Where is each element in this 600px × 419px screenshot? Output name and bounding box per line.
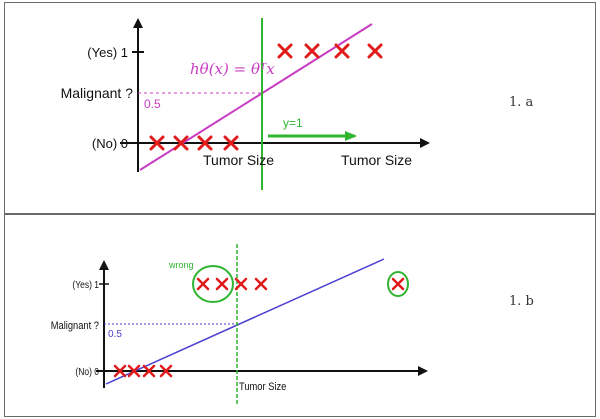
- cross-marker: [127, 364, 141, 378]
- panel-a-y1-label: y=1: [283, 116, 303, 130]
- cross-marker: [391, 277, 405, 291]
- panel-b-outlier-circle: [387, 271, 409, 297]
- panel-b-negative-samples: [113, 364, 173, 378]
- panel-a-no-label: (No) 0: [92, 136, 128, 151]
- cross-marker: [367, 43, 383, 59]
- cross-marker: [334, 43, 350, 59]
- panel-b-frame: [4, 214, 596, 417]
- panel-a-id: 1. a: [509, 95, 534, 110]
- panel-b-wrong-circle: [192, 265, 234, 303]
- cross-marker: [215, 277, 229, 291]
- panel-a-yes-label: (Yes) 1: [87, 45, 128, 60]
- panel-b-id: 1. b: [509, 294, 534, 309]
- cross-marker: [159, 364, 173, 378]
- panel-b: (Yes) 1 Malignant ? (No) 0 0.5 wrong Tum…: [51, 244, 534, 406]
- cross-marker: [223, 135, 239, 151]
- panel-a-malignant-label: Malignant ?: [61, 85, 134, 101]
- panel-b-malignant-label: Malignant ?: [51, 320, 100, 332]
- cross-marker: [173, 135, 189, 151]
- panel-b-wrong-label: wrong: [168, 260, 194, 270]
- panel-a-hypothesis-label: hθ(x) = θᵀx: [190, 60, 275, 78]
- cross-marker: [149, 135, 165, 151]
- panel-a-frame: [4, 2, 596, 214]
- panel-b-threshold-label: 0.5: [108, 329, 122, 340]
- cross-marker: [142, 364, 156, 378]
- panel-b-no-label: (No) 0: [75, 366, 99, 377]
- cross-marker: [113, 364, 127, 378]
- panel-b-yes-label: (Yes) 1: [72, 279, 99, 290]
- panel-b-hypothesis-line: [105, 258, 385, 385]
- cross-marker: [254, 277, 268, 291]
- panel-a-negative-samples: [149, 135, 239, 151]
- panel-a-xlabel-end: Tumor Size: [341, 152, 412, 168]
- cross-marker: [304, 43, 320, 59]
- cross-marker: [234, 277, 248, 291]
- cross-marker: [197, 135, 213, 151]
- panel-a-positive-samples: [277, 43, 383, 59]
- cross-marker: [277, 43, 293, 59]
- panel-b-xlabel: Tumor Size: [239, 381, 287, 393]
- panel-a-xlabel-mid: Tumor Size: [203, 152, 274, 168]
- panel-a-threshold-label: 0.5: [144, 97, 161, 111]
- panel-b-positive-samples: [196, 277, 405, 291]
- cross-marker: [196, 277, 210, 291]
- panel-a: (Yes) 1 Malignant ? (No) 0 0.5 hθ(x) = θ…: [61, 18, 534, 190]
